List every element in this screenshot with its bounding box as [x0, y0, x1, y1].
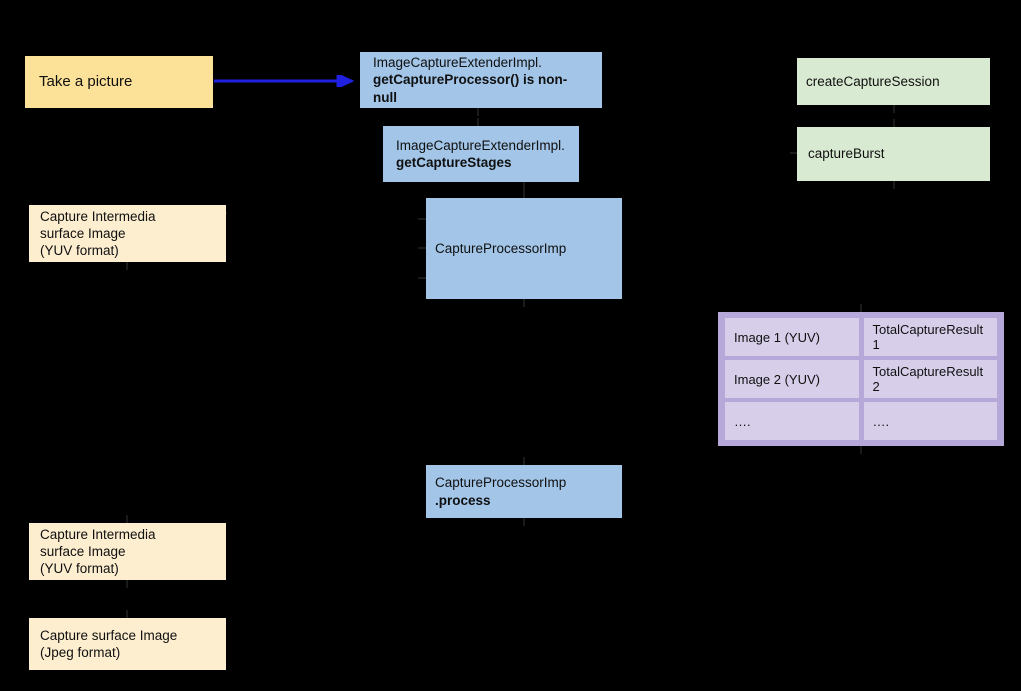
- connector-tick: [477, 118, 479, 126]
- table-cell-total-capture-result-2[interactable]: TotalCaptureResult 2: [863, 360, 997, 398]
- node-capture-processor-imp-process-line2: .process: [435, 492, 491, 508]
- connector-tick: [523, 299, 525, 307]
- connector-tick: [860, 446, 862, 454]
- connector-tick: [790, 152, 798, 154]
- connector-tick: [893, 119, 895, 127]
- connector-tick: [893, 181, 895, 189]
- table-cell-total-capture-result-ellipsis[interactable]: ….: [863, 402, 997, 440]
- node-get-capture-processor-line1: ImageCaptureExtenderImpl.: [373, 55, 542, 71]
- node-capture-surface-image-jpeg-label: Capture surface Image (Jpeg format): [40, 627, 178, 660]
- connector-tick: [893, 105, 895, 113]
- node-capture-intermedia-surface-image-yuv-bottom[interactable]: Capture Intermedia surface Image (YUV fo…: [29, 523, 226, 580]
- node-capture-processor-imp[interactable]: CaptureProcessorImp: [426, 198, 622, 299]
- node-take-a-picture-label: Take a picture: [39, 73, 133, 91]
- node-capture-intermedia-surface-image-yuv-bottom-label: Capture Intermedia surface Image (YUV fo…: [40, 526, 156, 577]
- connector-tick: [523, 457, 525, 465]
- connector-tick: [126, 580, 128, 588]
- node-get-capture-stages-line1: ImageCaptureExtenderImpl.: [396, 137, 565, 153]
- connector-tick: [523, 190, 525, 198]
- connector-tick: [418, 247, 426, 249]
- node-capture-processor-imp-process[interactable]: CaptureProcessorImp .process: [426, 465, 622, 518]
- node-create-capture-session[interactable]: createCaptureSession: [797, 58, 990, 105]
- node-get-capture-processor-line2: getCaptureProcessor() is non-null: [373, 72, 568, 105]
- connector-tick: [523, 182, 525, 190]
- table-cell-image-1[interactable]: Image 1 (YUV): [725, 318, 859, 356]
- table-cell-image-2[interactable]: Image 2 (YUV): [725, 360, 859, 398]
- node-get-capture-stages[interactable]: ImageCaptureExtenderImpl. getCaptureStag…: [383, 126, 579, 182]
- node-capture-burst[interactable]: captureBurst: [797, 127, 990, 181]
- connector-tick: [860, 304, 862, 312]
- connector-tick: [477, 108, 479, 116]
- node-capture-processor-imp-label: CaptureProcessorImp: [435, 240, 567, 256]
- node-capture-processor-imp-process-line1: CaptureProcessorImp: [435, 475, 567, 491]
- connector-tick: [126, 262, 128, 270]
- capture-result-table: Image 1 (YUV) TotalCaptureResult 1 Image…: [718, 312, 1004, 446]
- node-capture-intermedia-surface-image-yuv-top-label: Capture Intermedia surface Image (YUV fo…: [40, 208, 156, 259]
- node-create-capture-session-label: createCaptureSession: [806, 73, 940, 89]
- connector-tick: [126, 610, 128, 618]
- connector-tick: [418, 218, 426, 220]
- node-capture-intermedia-surface-image-yuv-top[interactable]: Capture Intermedia surface Image (YUV fo…: [29, 205, 226, 262]
- node-get-capture-stages-line2: getCaptureStages: [396, 155, 512, 170]
- connector-tick: [418, 277, 426, 279]
- node-take-a-picture[interactable]: Take a picture: [25, 56, 213, 108]
- table-cell-total-capture-result-1[interactable]: TotalCaptureResult 1: [863, 318, 997, 356]
- table-cell-image-ellipsis[interactable]: ….: [725, 402, 859, 440]
- connector-tick: [126, 515, 128, 523]
- node-get-capture-processor[interactable]: ImageCaptureExtenderImpl. getCaptureProc…: [360, 52, 602, 108]
- node-capture-surface-image-jpeg[interactable]: Capture surface Image (Jpeg format): [29, 618, 226, 670]
- arrow-take-picture-to-get-capture-processor: [214, 75, 355, 87]
- node-capture-burst-label: captureBurst: [808, 146, 885, 162]
- connector-tick: [523, 518, 525, 526]
